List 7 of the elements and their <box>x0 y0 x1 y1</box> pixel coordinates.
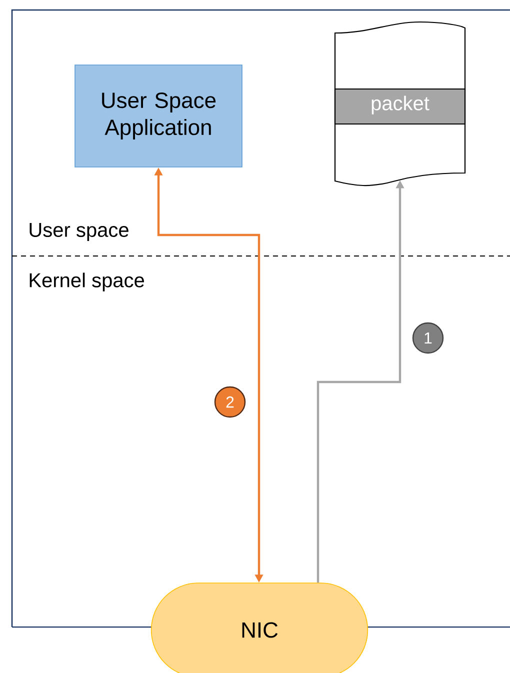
nic-pill: NIC <box>150 582 368 673</box>
process-box: User Space Application <box>74 64 242 168</box>
region-label: User space <box>30 223 128 241</box>
callout-number: 1 <box>412 322 444 354</box>
region-label: Kernel space <box>30 272 144 292</box>
callout-number: 2 <box>214 386 246 418</box>
packet-buffer: packet <box>334 21 466 186</box>
